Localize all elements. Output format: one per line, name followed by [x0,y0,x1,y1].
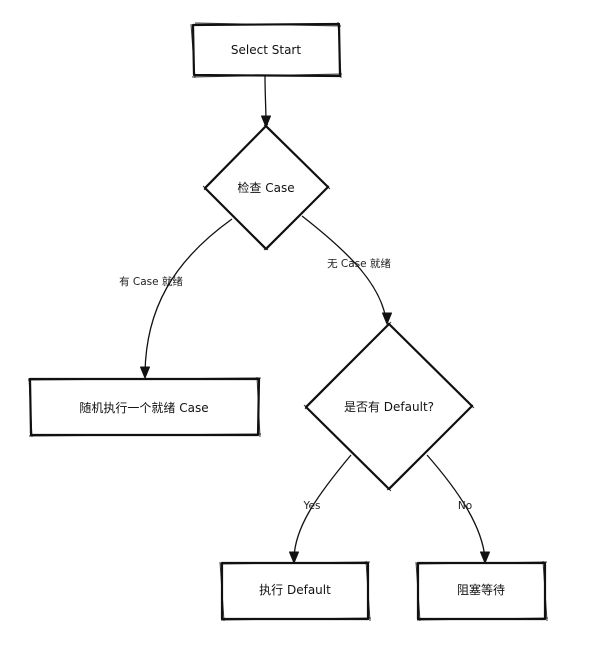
edge-has-default-to-block: No [426,454,490,564]
node-label: Select Start [231,43,301,57]
arrowhead-icon [289,551,299,564]
edge-has-default-to-exec-default: Yes [289,454,352,564]
arrowhead-icon [140,366,150,379]
node-label: 执行 Default [259,583,331,597]
edge-check-to-random: 有 Case 就绪 [119,218,233,379]
edge-label-no-case: 无 Case 就绪 [327,257,391,270]
node-select-start: Select Start [190,21,343,79]
edge-check-to-has-default: 无 Case 就绪 [301,215,392,325]
edge-label-yes: Yes [303,500,321,512]
node-block-wait: 阻塞等待 [415,560,549,622]
node-has-default: 是否有 Default? [303,321,475,492]
arrowhead-icon [382,312,392,325]
node-exec-default: 执行 Default [219,560,372,622]
node-check-case: 检查 Case [202,123,331,251]
node-label: 检查 Case [237,180,294,195]
node-random-case: 随机执行一个就绪 Case [27,376,262,438]
edge-label-has-case: 有 Case 就绪 [119,275,183,288]
node-label: 是否有 Default? [344,400,434,414]
arrowhead-icon [261,115,271,128]
edge-label-no: No [458,500,472,512]
edge-start-to-check [261,75,271,128]
arrowhead-icon [480,551,490,564]
node-label: 阻塞等待 [457,582,505,597]
node-label: 随机执行一个就绪 Case [79,400,208,415]
